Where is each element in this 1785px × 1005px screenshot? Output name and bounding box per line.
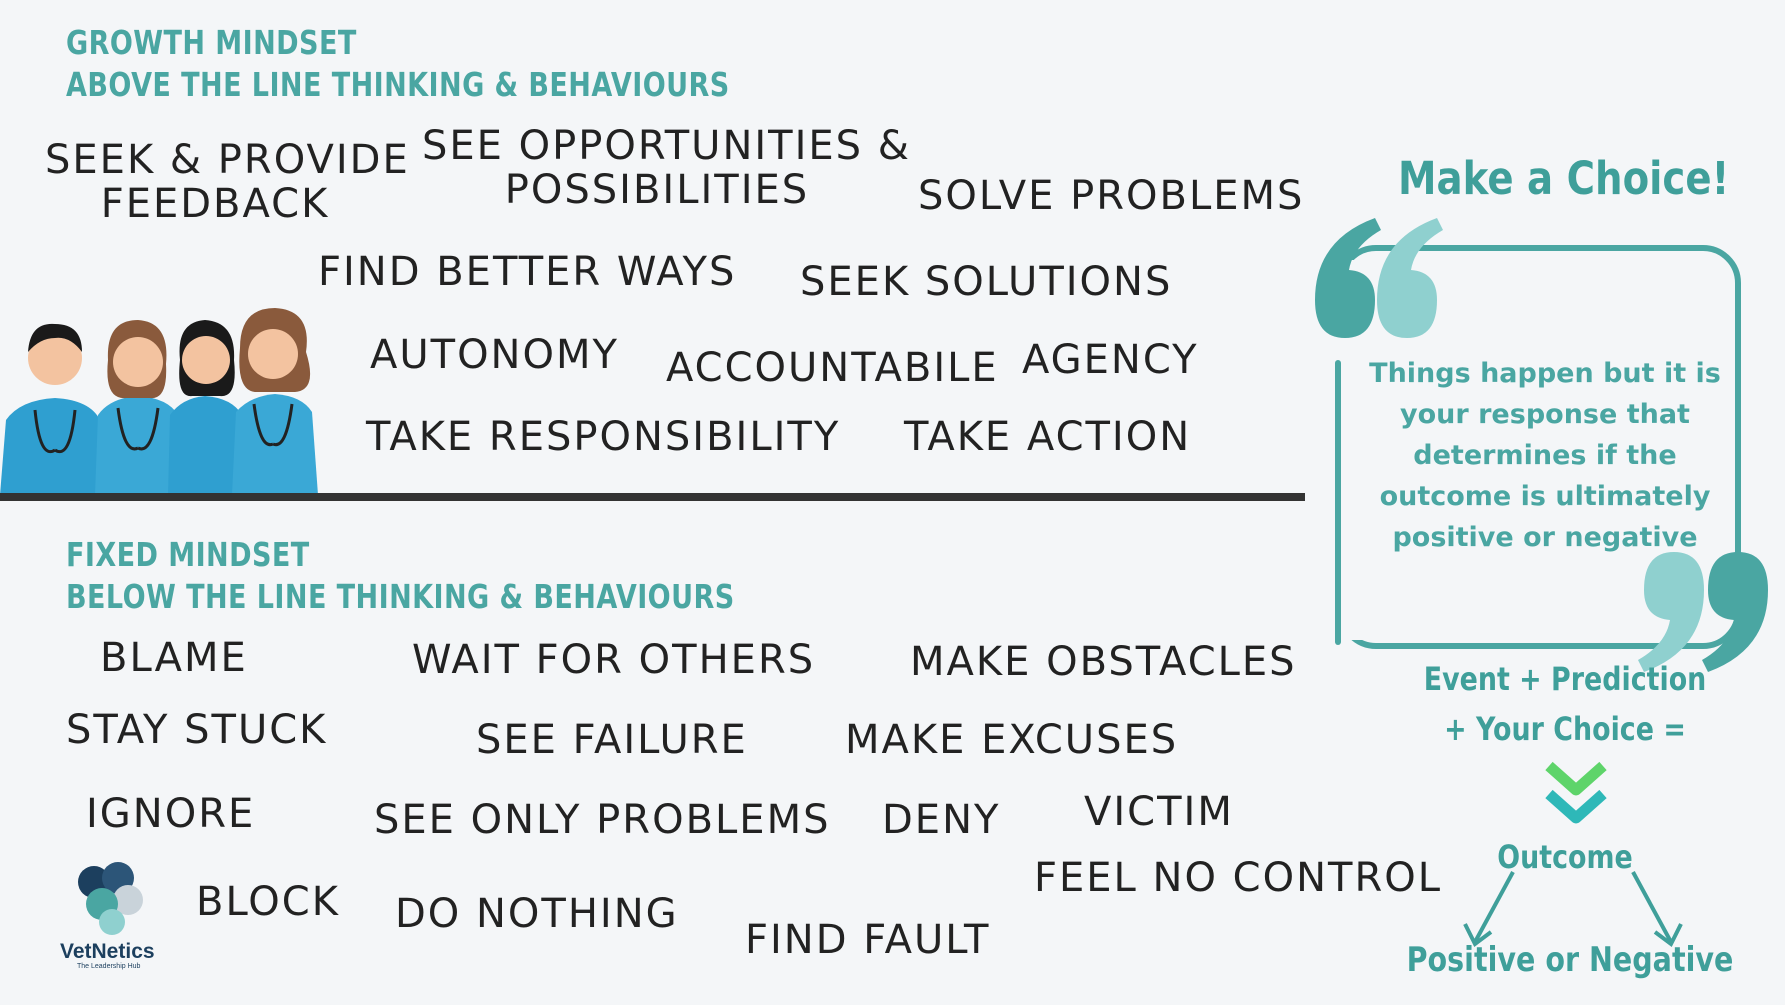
above-line-heading: ABOVE THE LINE THINKING & BEHAVIOURS [66, 65, 730, 104]
word-block: BLOCK [196, 879, 340, 925]
logo-name: VetNetics [60, 940, 155, 963]
word-find-better-ways: FIND BETTER WAYS [318, 249, 737, 295]
word-make-obstacles: MAKE OBSTACLES [910, 639, 1297, 685]
quote-frame-left-edge [1335, 360, 1341, 645]
word-see-opportunities: SEE OPPORTUNITIES & POSSIBILITIES [422, 123, 911, 213]
quote-text: Things happen but it is your response th… [1369, 358, 1721, 553]
formula-line-2: + Your Choice = [1444, 710, 1686, 748]
word-seek-solutions: SEEK SOLUTIONS [800, 259, 1173, 305]
make-a-choice-title: Make a Choice! [1398, 152, 1730, 205]
word-blame: BLAME [100, 635, 248, 681]
word-victim: VICTIM [1084, 789, 1234, 835]
word-line: SEE OPPORTUNITIES & [422, 123, 911, 169]
nurse-figure [168, 320, 245, 495]
close-quote-icon [1638, 552, 1768, 672]
word-ignore: IGNORE [86, 791, 256, 837]
formula-line-1: Event + Prediction [1423, 660, 1707, 698]
dividing-line [0, 493, 1305, 501]
outcome-label: Outcome [1497, 838, 1633, 876]
fixed-mindset-heading: FIXED MINDSET [66, 535, 310, 574]
word-solve-problems: SOLVE PROBLEMS [918, 173, 1305, 219]
word-take-responsibility: TAKE RESPONSIBILITY [366, 414, 841, 460]
word-wait-for-others: WAIT FOR OTHERS [412, 637, 816, 683]
word-accountable: ACCOUNTABILE [666, 345, 999, 391]
word-agency: AGENCY [1022, 337, 1199, 383]
word-line: POSSIBILITIES [504, 167, 810, 213]
logo-tagline: The Leadership Hub [77, 963, 141, 970]
word-make-excuses: MAKE EXCUSES [845, 717, 1179, 763]
branch-arrows-icon [1463, 871, 1683, 948]
open-quote-icon [1315, 218, 1443, 338]
nurse-figure [95, 320, 182, 495]
word-deny: DENY [882, 797, 1001, 843]
word-see-only-problems: SEE ONLY PROBLEMS [374, 797, 831, 843]
vetnetics-logo-icon [78, 862, 143, 935]
below-line-heading: BELOW THE LINE THINKING & BEHAVIOURS [66, 577, 735, 616]
nurses-illustration [0, 308, 318, 495]
word-line: FEEDBACK [100, 181, 330, 227]
word-line: SEEK & PROVIDE [45, 137, 410, 183]
nurse-figure [0, 323, 108, 495]
word-autonomy: AUTONOMY [370, 332, 619, 378]
word-seek-provide-feedback: SEEK & PROVIDE FEEDBACK [45, 137, 410, 227]
nurse-figure [232, 308, 318, 495]
double-chevron-down-icon [1545, 761, 1607, 824]
word-feel-no-control: FEEL NO CONTROL [1034, 855, 1443, 901]
word-take-action: TAKE ACTION [904, 414, 1192, 460]
word-find-fault: FIND FAULT [745, 917, 991, 963]
result-label: Positive or Negative [1406, 940, 1734, 980]
word-see-failure: SEE FAILURE [476, 717, 748, 763]
word-do-nothing: DO NOTHING [395, 891, 679, 937]
growth-mindset-heading: GROWTH MINDSET [66, 23, 357, 62]
word-stay-stuck: STAY STUCK [66, 707, 328, 753]
